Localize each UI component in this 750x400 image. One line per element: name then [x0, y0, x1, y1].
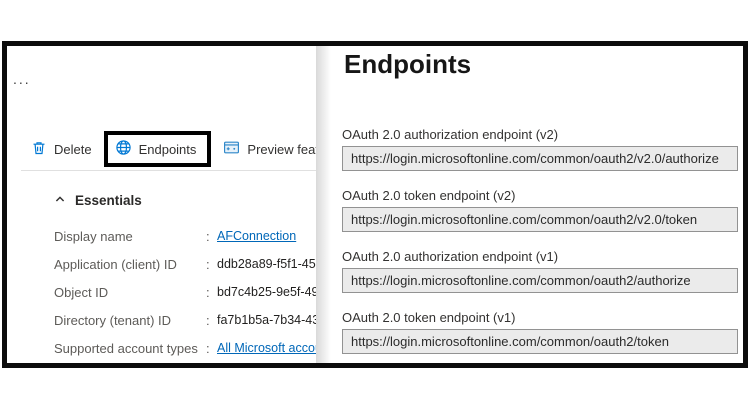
supported-accounts-label: Supported account types: [54, 340, 198, 356]
separator: :: [206, 228, 210, 244]
supported-accounts-value-link[interactable]: All Microsoft accou: [217, 341, 322, 355]
directory-id-value: fa7b1b5a-7b34-438: [217, 313, 327, 327]
essentials-row-directory-id: Directory (tenant) ID : fa7b1b5a-7b34-43…: [54, 306, 346, 334]
essentials-title: Essentials: [75, 193, 142, 208]
separator: :: [206, 256, 210, 272]
essentials-row-display-name: Display name : AFConnection: [54, 222, 346, 250]
endpoints-panel-title: Endpoints: [344, 49, 472, 79]
endpoint-fields: OAuth 2.0 authorization endpoint (v2) OA…: [342, 127, 738, 363]
oauth2-authorization-v1-input[interactable]: [342, 268, 738, 293]
application-id-label: Application (client) ID: [54, 256, 177, 272]
oauth2-authorization-v1-label: OAuth 2.0 authorization endpoint (v1): [342, 249, 559, 264]
object-id-value: bd7c4b25-9e5f-491: [217, 285, 326, 299]
delete-button[interactable]: Delete: [31, 140, 92, 159]
essentials-header[interactable]: Essentials: [54, 193, 142, 208]
oauth2-token-v1-label: OAuth 2.0 token endpoint (v1): [342, 310, 516, 325]
field-oauth2-authorization-v1: OAuth 2.0 authorization endpoint (v1): [342, 249, 738, 293]
chevron-up-icon: [54, 193, 66, 208]
separator: :: [206, 312, 210, 328]
overflow-menu-ellipsis[interactable]: ...: [13, 71, 31, 87]
separator: :: [206, 284, 210, 300]
app-window: ... Delete: [2, 41, 748, 368]
field-oauth2-token-v1: OAuth 2.0 token endpoint (v1): [342, 310, 738, 354]
directory-id-label: Directory (tenant) ID: [54, 312, 172, 328]
object-id-label: Object ID: [54, 284, 109, 300]
oauth2-authorization-v2-input[interactable]: [342, 146, 738, 171]
essentials-row-application-id: Application (client) ID : ddb28a89-f5f1-…: [54, 250, 346, 278]
oauth2-authorization-v2-label: OAuth 2.0 authorization endpoint (v2): [342, 127, 559, 142]
display-name-label: Display name: [54, 228, 133, 244]
preview-features-icon: [223, 139, 240, 159]
application-id-value: ddb28a89-f5f1-457: [217, 257, 323, 271]
oauth2-token-v2-label: OAuth 2.0 token endpoint (v2): [342, 188, 516, 203]
essentials-rows: Display name : AFConnection Application …: [54, 222, 346, 362]
essentials-row-supported-accounts: Supported account types : All Microsoft …: [54, 334, 346, 362]
trash-icon: [31, 140, 47, 159]
endpoints-highlight-box: Endpoints: [103, 131, 212, 167]
endpoints-panel: Endpoints OAuth 2.0 authorization endpoi…: [316, 46, 743, 363]
delete-label: Delete: [54, 141, 92, 157]
globe-icon: [115, 139, 132, 159]
field-oauth2-authorization-v2: OAuth 2.0 authorization endpoint (v2): [342, 127, 738, 171]
toolbar: Delete Endpoints: [31, 130, 344, 168]
field-oauth2-token-v2: OAuth 2.0 token endpoint (v2): [342, 188, 738, 232]
oauth2-token-v2-input[interactable]: [342, 207, 738, 232]
endpoints-button[interactable]: Endpoints: [115, 139, 197, 159]
oauth2-token-v1-input[interactable]: [342, 329, 738, 354]
separator: :: [206, 340, 210, 356]
endpoints-label: Endpoints: [138, 141, 197, 157]
display-name-value-link[interactable]: AFConnection: [217, 229, 297, 243]
essentials-row-object-id: Object ID : bd7c4b25-9e5f-491: [54, 278, 346, 306]
